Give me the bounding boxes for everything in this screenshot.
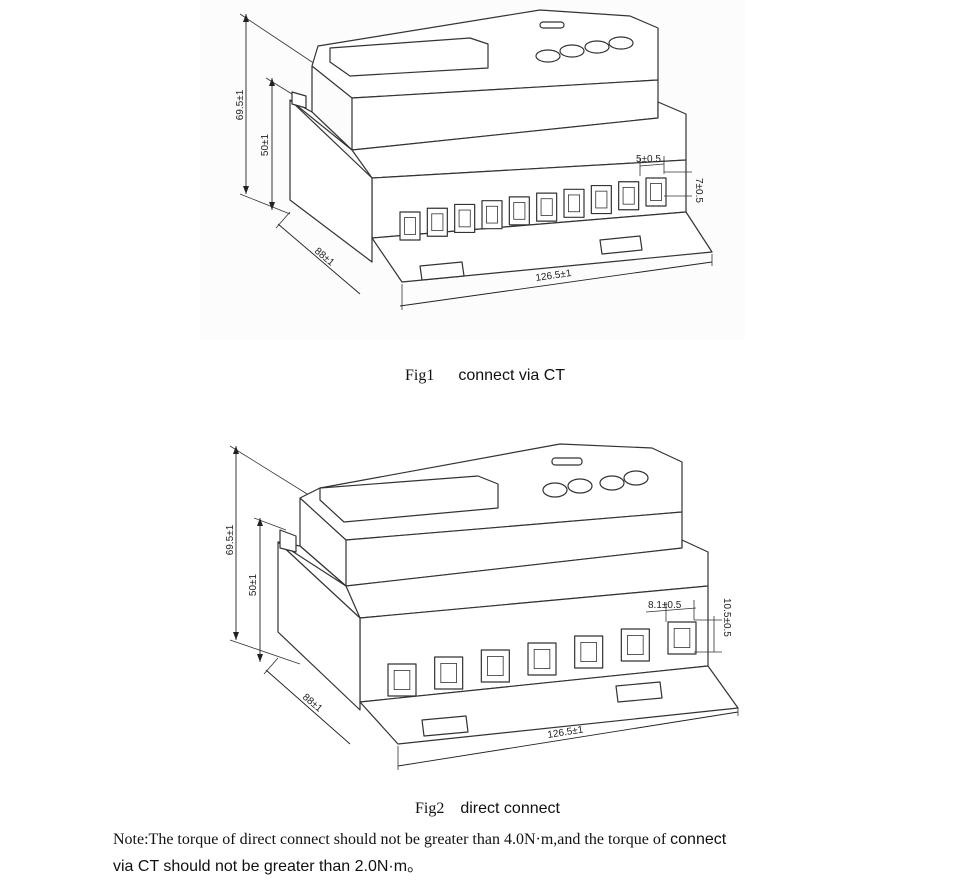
fig1-terminal-2 <box>426 207 448 237</box>
fig1-terminal-screw-1 <box>403 217 416 235</box>
fig1-button-2 <box>559 44 585 58</box>
figure-1-number: Fig1 <box>405 367 435 384</box>
fig2-terminal-screw-7 <box>673 628 691 649</box>
torque-note: Note:The torque of direct connect should… <box>113 826 913 880</box>
fig2-button-1 <box>542 482 568 498</box>
fig2-terminal-height-label: 10.5±0.5 <box>721 598 732 637</box>
fig2-terminal-screw-2 <box>440 663 457 684</box>
fig1-terminal-screw-10 <box>650 183 663 201</box>
fig2-meter-body <box>277 443 739 745</box>
fig1-terminals <box>399 177 667 241</box>
fig2-terminal-4 <box>527 642 557 676</box>
fig2-side-latch <box>279 529 297 553</box>
fig1-port <box>539 21 565 29</box>
fig2-din-clip-1 <box>421 715 469 737</box>
fig1-width-label: 126.5±1 <box>535 268 573 284</box>
fig2-terminal-3 <box>480 649 510 683</box>
fig2-terminal-2 <box>434 656 464 690</box>
fig1-terminal-screw-2 <box>431 213 444 232</box>
fig2-terminals <box>387 621 697 697</box>
fig2-terminal-1 <box>387 663 417 697</box>
fig1-terminal-screw-4 <box>485 205 498 224</box>
figure-2-caption: Fig2 direct connect <box>415 800 560 818</box>
fig1-terminal-6 <box>536 192 558 222</box>
figure-1-caption: Fig1 connect via CT <box>405 367 565 385</box>
fig2-terminal-dims: 8.1±0.5 10.5±0.5 <box>645 598 732 653</box>
fig2-height-body-label: 50±1 <box>248 573 259 596</box>
fig2-din-clip-2 <box>615 681 663 703</box>
fig1-terminal-width-label: 5±0.5 <box>636 154 661 165</box>
fig1-button-4 <box>608 36 634 50</box>
fig1-terminal-screw-8 <box>595 190 608 209</box>
figure-1-drawing: 69.5±1 50±1 <box>200 0 745 340</box>
fig2-terminal-5 <box>574 635 604 669</box>
fig1-terminal-7 <box>563 188 585 218</box>
fig1-terminal-9 <box>618 181 640 211</box>
fig1-din-clip-1 <box>419 261 465 281</box>
fig2-height-dims: 69.5±1 50±1 <box>225 445 321 665</box>
fig1-width-dim: 126.5±1 <box>399 254 713 310</box>
fig2-lcd-window <box>319 475 499 523</box>
fig1-terminal-4 <box>481 200 503 230</box>
fig1-terminal-5 <box>508 196 530 226</box>
fig1-height-dims: 69.5±1 50±1 <box>235 13 319 215</box>
fig1-lcd-window <box>329 37 489 77</box>
figure-1-title: connect via CT <box>458 367 566 384</box>
fig1-terminal-10 <box>645 177 667 207</box>
figure-2-number: Fig2 <box>415 800 445 817</box>
fig2-terminal-6 <box>620 628 650 662</box>
fig1-height-total-label: 69.5±1 <box>235 89 246 120</box>
fig1-terminal-screw-5 <box>513 202 526 220</box>
fig1-button-1 <box>535 49 561 63</box>
figure-2-drawing: 69.5±1 50±1 8.1±0.5 10.5±0.5 <box>225 443 739 770</box>
fig1-button-3 <box>584 40 610 54</box>
fig1-terminal-screw-9 <box>622 186 635 205</box>
note-connect-word: connect <box>670 831 727 848</box>
fig1-terminal-dims: 5±0.5 7±0.5 <box>636 154 704 203</box>
fig1-terminal-screw-7 <box>568 194 581 213</box>
fig2-height-total-label: 69.5±1 <box>225 524 236 555</box>
fig2-button-4 <box>623 470 649 486</box>
fig2-terminal-screw-4 <box>533 649 551 670</box>
fig2-terminal-screw-5 <box>580 642 597 663</box>
fig1-terminal-1 <box>399 211 421 241</box>
fig1-din-clip-2 <box>599 235 643 255</box>
fig2-terminal-width-label: 8.1±0.5 <box>648 600 682 611</box>
fig2-terminal-screw-3 <box>487 656 504 677</box>
fig1-meter-body <box>289 9 713 283</box>
fig2-terminal-screw-6 <box>627 635 644 656</box>
fig1-terminal-8 <box>590 184 612 215</box>
note-line-1: Note:The torque of direct connect should… <box>113 831 667 848</box>
fig2-port <box>551 457 583 466</box>
fig1-terminal-screw-6 <box>540 198 553 216</box>
fig2-button-3 <box>599 475 625 491</box>
fig2-terminal-7 <box>667 621 697 655</box>
fig2-terminal-screw-1 <box>393 670 411 691</box>
fig2-depth-label: 88±1 <box>300 692 324 715</box>
fig1-side-latch <box>291 91 307 109</box>
fig1-height-body-label: 50±1 <box>260 133 271 156</box>
fig1-terminal-3 <box>454 203 476 234</box>
fig2-button-2 <box>567 478 593 494</box>
note-line-2: via CT should not be greater than 2.0N·m… <box>113 858 424 875</box>
fig1-terminal-height-label: 7±0.5 <box>693 178 704 203</box>
fig1-terminal-screw-3 <box>458 209 471 228</box>
figure-2-title: direct connect <box>460 800 560 817</box>
